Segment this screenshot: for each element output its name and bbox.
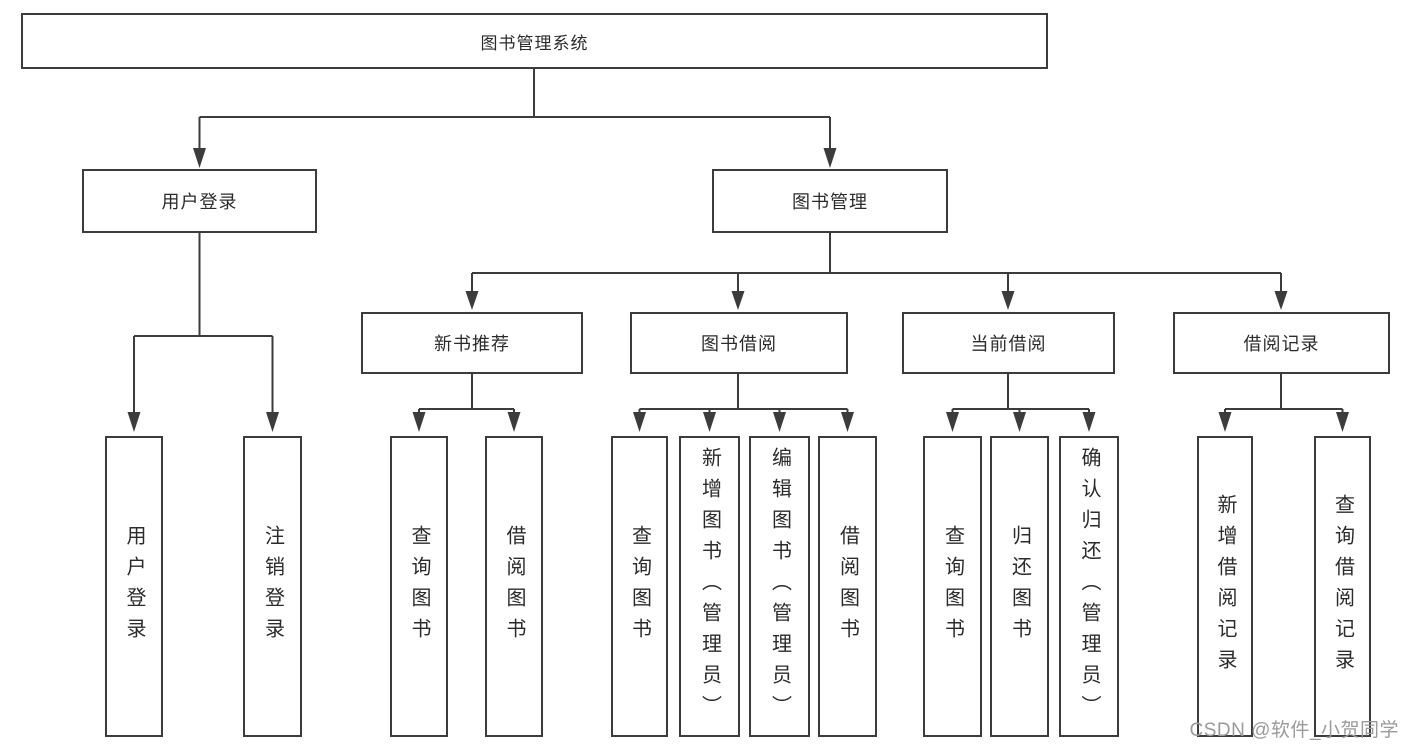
leaf-label: 借阅图书	[503, 524, 525, 649]
leaf-user-login: 用户登录	[105, 436, 163, 737]
node-label: 图书借阅	[701, 334, 777, 354]
leaf-current-query-book: 查询图书	[923, 436, 982, 737]
leaf-label: 查询图书	[408, 524, 430, 649]
leaf-records-query-record: 查询借阅记录	[1314, 436, 1371, 737]
csdn-watermark: CSDN @软件_小贺同学	[1189, 720, 1399, 741]
leaf-recommend-borrow-book: 借阅图书	[485, 436, 543, 737]
leaf-label: 归还图书	[1008, 524, 1031, 649]
node-label: 图书管理	[792, 192, 868, 212]
leaf-label: 注销登录	[261, 524, 284, 649]
leaf-borrow-edit-book-admin: 编辑图书（管理员）	[749, 436, 810, 737]
leaf-label: 新增图书（管理员）	[698, 447, 721, 726]
leaf-borrow-borrow-book: 借阅图书	[818, 436, 877, 737]
leaf-borrow-add-book-admin: 新增图书（管理员）	[679, 436, 740, 737]
leaf-current-return-book: 归还图书	[990, 436, 1049, 737]
node-book-borrowing: 图书借阅	[630, 312, 848, 374]
leaf-label: 用户登录	[123, 524, 145, 649]
leaf-label: 查询图书	[941, 524, 964, 649]
node-label: 借阅记录	[1243, 334, 1320, 354]
leaf-records-add-record: 新增借阅记录	[1197, 436, 1253, 737]
node-label: 当前借阅	[970, 334, 1047, 354]
leaf-label: 查询图书	[628, 524, 651, 649]
leaf-recommend-query-book: 查询图书	[390, 436, 448, 737]
node-current-borrowing: 当前借阅	[902, 312, 1115, 374]
node-book-management: 图书管理	[712, 169, 948, 233]
leaf-borrow-query-book: 查询图书	[611, 436, 668, 737]
leaf-current-confirm-return-admin: 确认归还（管理员）	[1059, 436, 1119, 737]
node-label: 新书推荐	[434, 334, 510, 354]
leaf-label: 确认归还（管理员）	[1078, 447, 1100, 726]
node-label: 图书管理系统	[480, 33, 589, 53]
node-borrowing-records: 借阅记录	[1173, 312, 1390, 374]
node-library-management-system: 图书管理系统	[21, 13, 1048, 69]
leaf-label: 编辑图书（管理员）	[768, 447, 791, 726]
leaf-label: 查询借阅记录	[1331, 493, 1354, 680]
leaf-label: 借阅图书	[836, 524, 859, 649]
node-user-login: 用户登录	[82, 169, 317, 233]
leaf-logout: 注销登录	[243, 436, 302, 737]
leaf-label: 新增借阅记录	[1214, 493, 1236, 680]
node-new-book-recommend: 新书推荐	[361, 312, 583, 374]
node-label: 用户登录	[161, 192, 238, 212]
